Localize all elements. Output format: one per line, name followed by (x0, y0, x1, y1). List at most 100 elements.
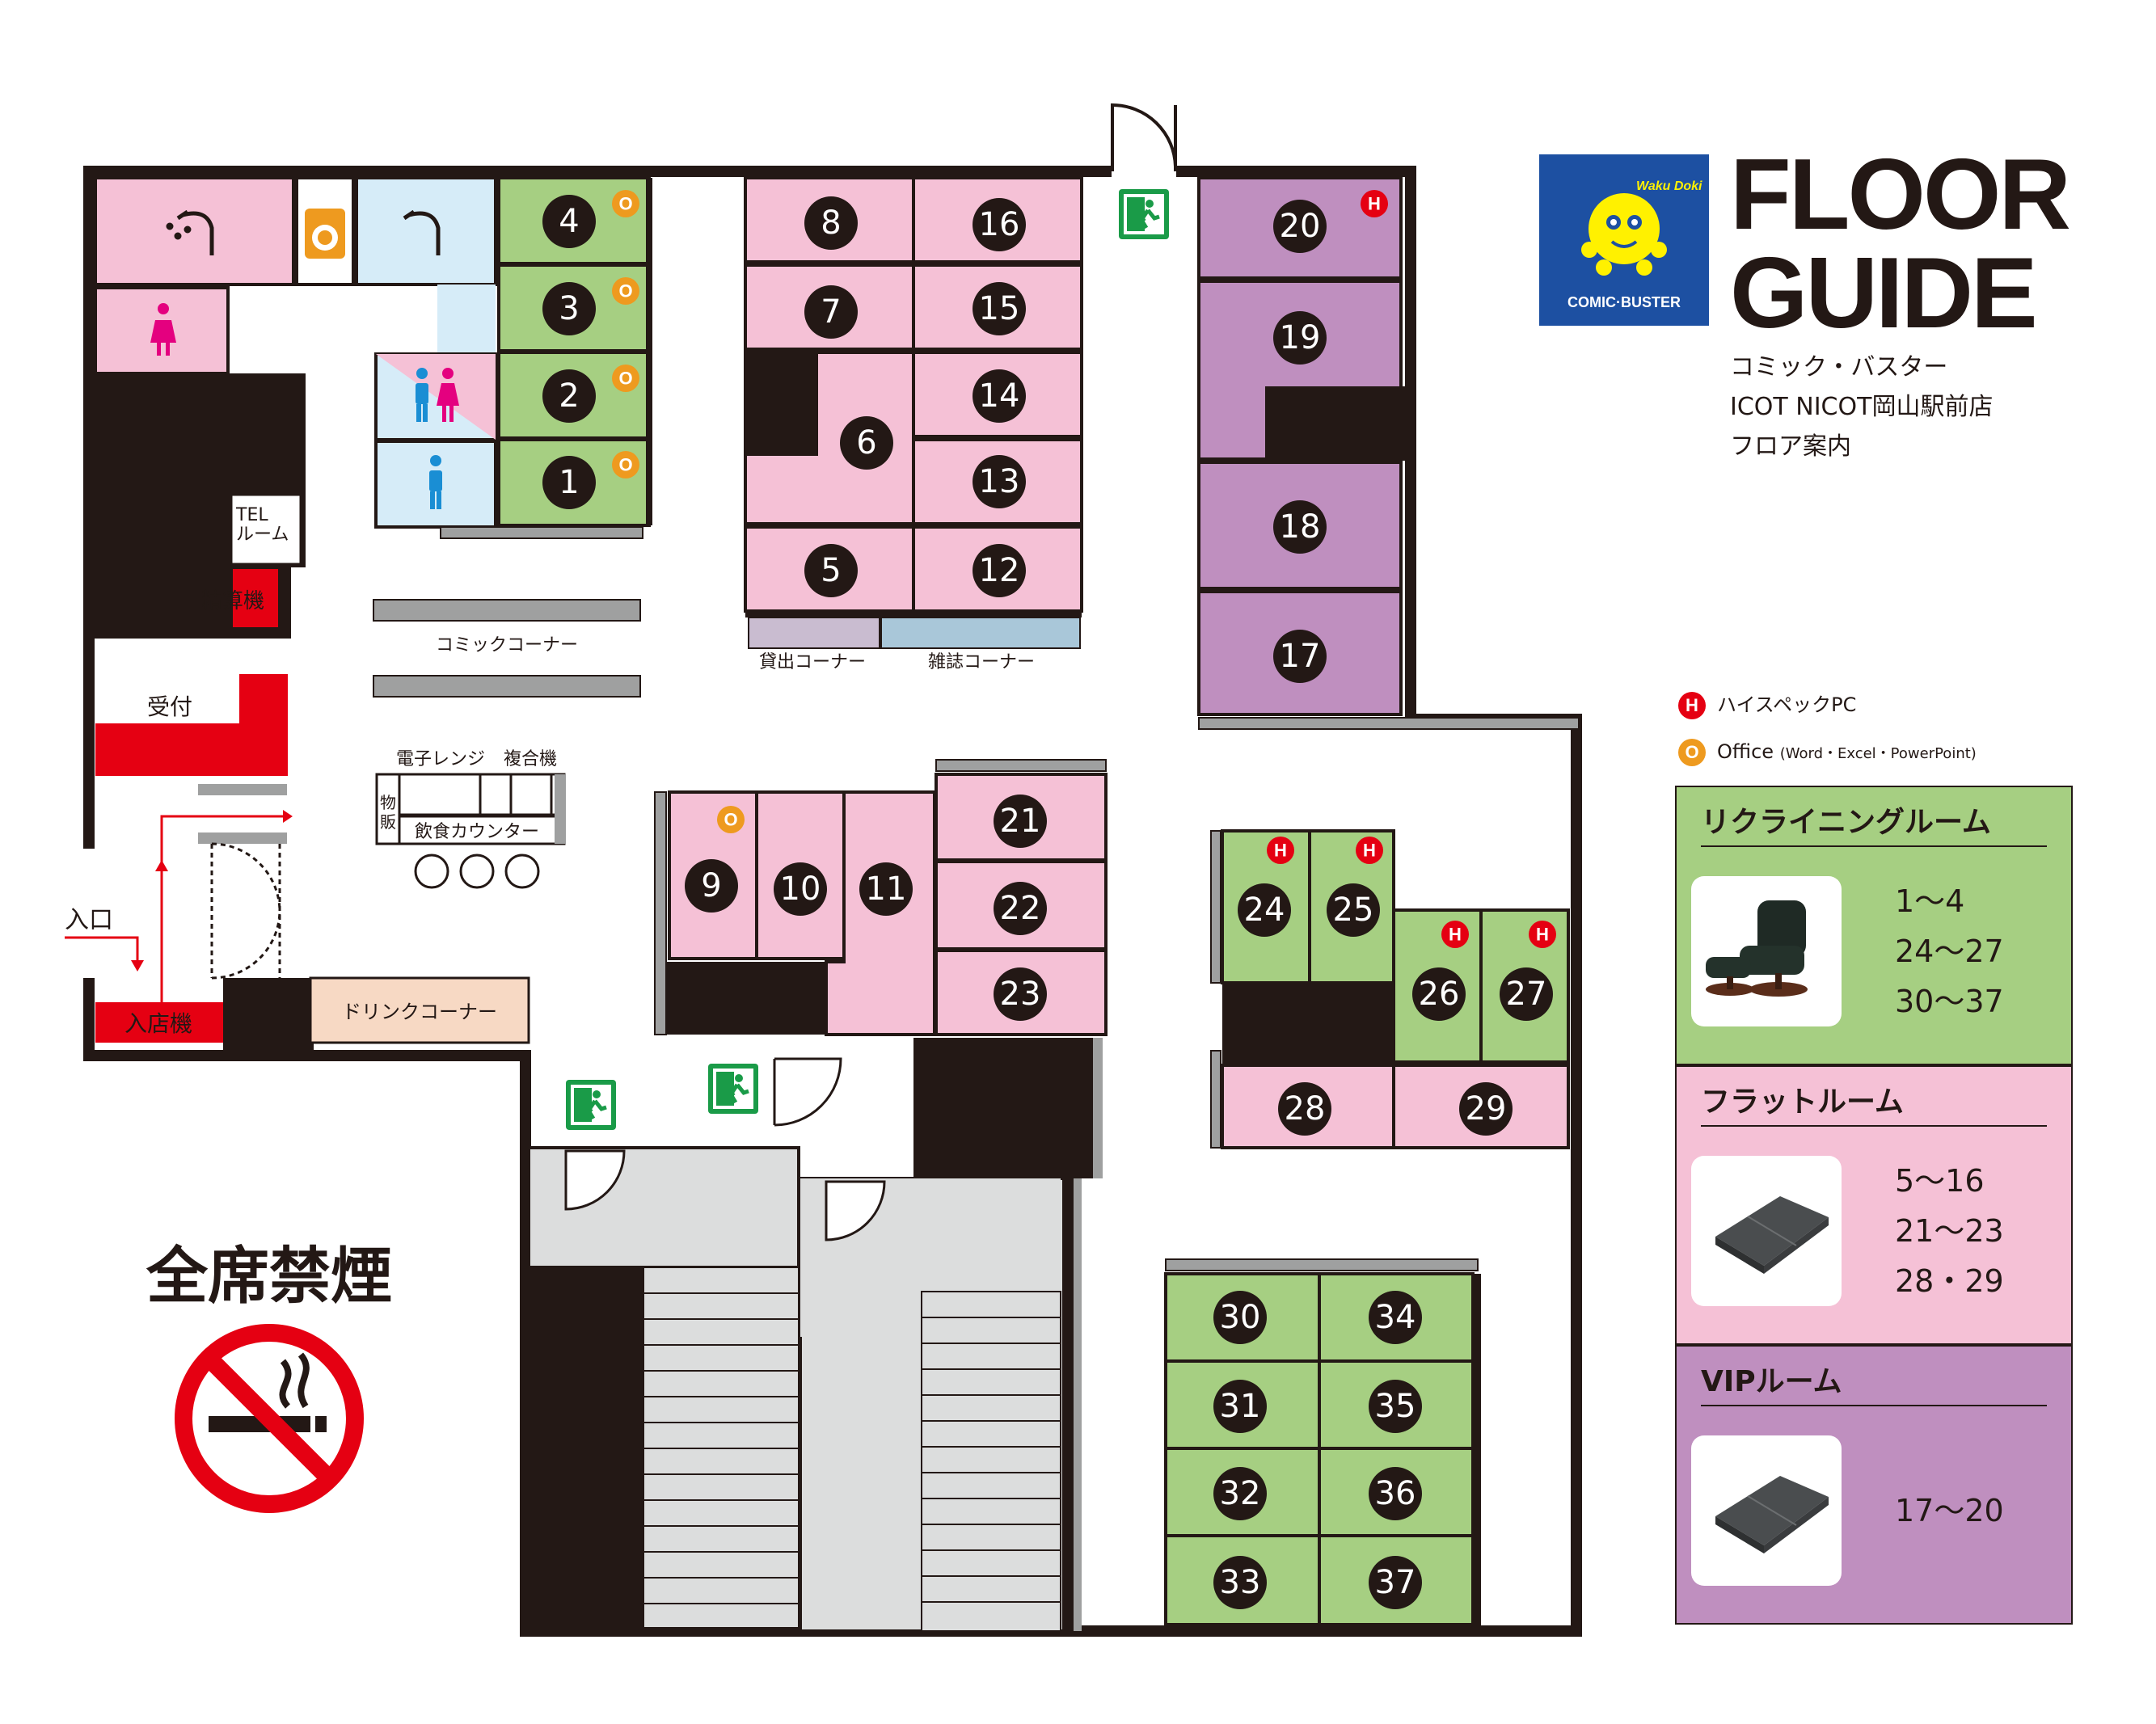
seat-29[interactable]: 29 (1459, 1082, 1513, 1136)
emergency-exit-icon (1119, 189, 1169, 239)
seat-14[interactable]: 14 (973, 369, 1026, 423)
unisex-restroom-icon (416, 368, 459, 422)
seat-15[interactable]: 15 (973, 282, 1026, 335)
stairs (527, 1146, 1082, 1633)
seat-33[interactable]: 33 (1213, 1556, 1267, 1609)
seat-number: 17 (1280, 638, 1321, 675)
seat-37[interactable]: 37 (1369, 1556, 1422, 1609)
laundry-room[interactable] (295, 176, 355, 286)
seat-21[interactable]: 21 (994, 795, 1047, 848)
food-counter[interactable]: 物 販 飲食カウンター 電子レンジ 複合機 (375, 749, 566, 889)
arrow-head (155, 860, 168, 871)
seat-number: 19 (1280, 319, 1321, 356)
seat-disc (1213, 1467, 1267, 1520)
seat-13[interactable]: 13 (973, 455, 1026, 508)
seat-18[interactable]: 18 (1273, 500, 1327, 554)
seat-disc (1213, 1291, 1267, 1344)
door-icon[interactable] (564, 1149, 886, 1241)
seat-8[interactable]: 8 (804, 196, 858, 250)
door-icon[interactable] (773, 1057, 842, 1127)
reception-counter[interactable]: 受付 (95, 674, 288, 776)
range-line: 5～16 (1895, 1163, 1985, 1199)
mens-restroom[interactable] (374, 440, 497, 529)
seat-number: 29 (1466, 1090, 1507, 1128)
shower-room-2[interactable] (355, 176, 497, 286)
seat-27[interactable]: 27H (1500, 921, 1556, 1021)
logo-text: COMIC·BUSTER (1567, 294, 1681, 310)
shelf-row (935, 759, 1107, 772)
seat-7[interactable]: 7 (804, 285, 858, 339)
range-line: 17～20 (1895, 1493, 2004, 1528)
seat-number: 13 (979, 463, 1020, 500)
seat-number: 30 (1220, 1299, 1261, 1336)
office-badge-icon (612, 277, 639, 305)
range-line: 21～23 (1895, 1213, 2004, 1249)
seat-20[interactable]: 20H (1273, 190, 1388, 253)
womens-restroom[interactable] (94, 286, 230, 375)
seat-disc (804, 196, 858, 250)
unisex-restroom[interactable] (374, 352, 497, 441)
seat-disc (973, 198, 1026, 251)
seat-disc (1369, 1467, 1422, 1520)
seat-number: 24 (1244, 892, 1285, 929)
seat-disc (840, 416, 893, 470)
drink-corner[interactable]: ドリンクコーナー (309, 976, 530, 1044)
highspec-badge-icon (1529, 921, 1556, 948)
seat-19[interactable]: 19 (1273, 311, 1327, 365)
seat-number: 15 (979, 290, 1020, 327)
entrance-door[interactable] (210, 842, 281, 980)
seat-35[interactable]: 35 (1369, 1380, 1422, 1433)
seat-number: 4 (559, 203, 579, 240)
seat-34[interactable]: 34 (1369, 1291, 1422, 1344)
seat-12[interactable]: 12 (973, 544, 1026, 597)
badge-letter: O (618, 455, 632, 475)
food-counter-label: 飲食カウンター (415, 822, 539, 842)
seat-31[interactable]: 31 (1213, 1380, 1267, 1433)
seat-6[interactable]: 6 (840, 416, 893, 470)
drink-corner-label: ドリンクコーナー (342, 1001, 497, 1023)
seat-number: 9 (701, 867, 721, 904)
office-badge-icon (612, 365, 639, 392)
shower-room-1[interactable] (94, 176, 295, 286)
microwave-label: 電子レンジ (396, 749, 485, 769)
seat-32[interactable]: 32 (1213, 1467, 1267, 1520)
seat-36[interactable]: 36 (1369, 1467, 1422, 1520)
reception-label: 受付 (147, 693, 192, 720)
seat-11[interactable]: 11 (859, 862, 913, 916)
seat-disc (1238, 883, 1291, 937)
seat-disc (542, 195, 596, 248)
wall-block (1265, 386, 1407, 461)
seat-disc (973, 369, 1026, 423)
entrance-label: 入口 (65, 906, 113, 934)
shelf-row (1198, 717, 1580, 730)
seat-22[interactable]: 22 (994, 882, 1047, 935)
seat-23[interactable]: 23 (994, 967, 1047, 1021)
seat-26[interactable]: 26H (1412, 921, 1469, 1021)
seat-30[interactable]: 30 (1213, 1291, 1267, 1344)
payment-machine[interactable]: 精算機 (201, 569, 278, 627)
seat-16[interactable]: 16 (973, 198, 1026, 251)
seat-24[interactable]: 24H (1238, 837, 1294, 937)
seat-number: 14 (979, 377, 1020, 415)
legend-office-label: Office (1717, 740, 1774, 763)
emergency-exit-icon (566, 1080, 616, 1130)
door-icon[interactable] (1111, 103, 1177, 179)
seat-17[interactable]: 17 (1273, 630, 1327, 683)
mascot-icon: Waku Doki (1581, 179, 1702, 276)
seat-disc (1369, 1291, 1422, 1344)
seat-25[interactable]: 25H (1327, 837, 1383, 937)
seat-10[interactable]: 10 (774, 862, 827, 916)
seat-5[interactable]: 5 (804, 544, 858, 597)
seat-disc (994, 882, 1047, 935)
tel-room[interactable]: TEL ルーム (230, 493, 302, 566)
seat-28[interactable]: 28 (1278, 1082, 1331, 1136)
entry-machine[interactable]: 入店機 (95, 1002, 223, 1043)
seat-9[interactable]: 9O (685, 806, 745, 913)
seat-number: 8 (821, 204, 841, 242)
seat-disc (994, 967, 1047, 1021)
highspec-badge-icon (1267, 837, 1294, 864)
